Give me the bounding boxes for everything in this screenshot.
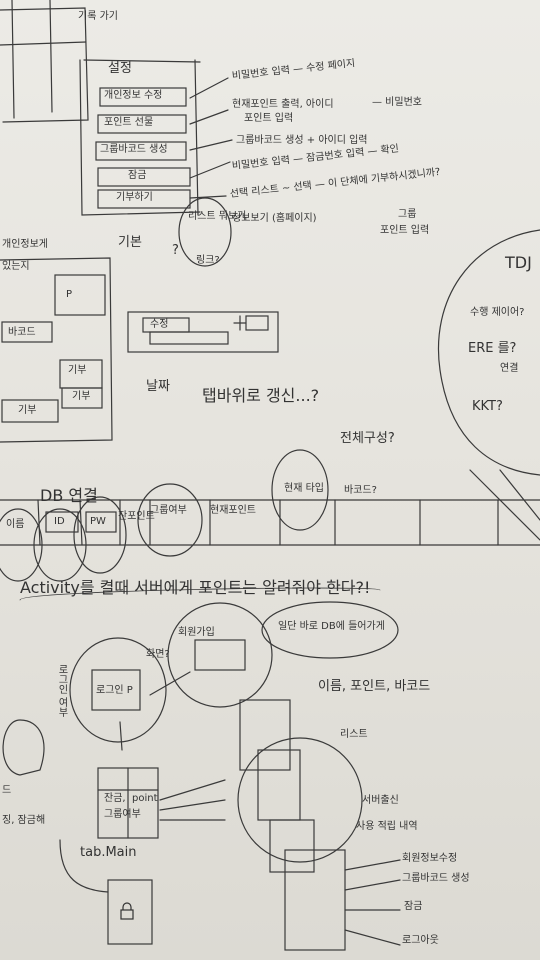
left-point-box: P: [66, 289, 73, 300]
flow-list-label: 리스트: [340, 729, 368, 740]
note-link: 링크?: [196, 255, 220, 266]
flow-signup-q: 화면?: [146, 649, 170, 660]
menu-box-4: [97, 167, 191, 187]
flow-detail: 사용 적립 내역: [356, 821, 418, 832]
flow-login-side: 로그인 여부: [56, 664, 67, 718]
circle-label-2: 수행 제이어?: [470, 307, 525, 318]
db-question: 전체구성?: [340, 431, 395, 446]
db-cell-name: 이름: [6, 519, 25, 530]
menu-box-5: [97, 189, 191, 209]
note-group-barcode: 그룹바코드 생성 + 아이디 입력: [236, 135, 368, 146]
flow-lock-hint: 징, 잠금해: [2, 815, 46, 826]
flow-bubble: 일단 바로 DB에 들어가게: [278, 621, 385, 632]
back-header: 기록 가기: [78, 11, 118, 22]
note-info-view: 정보보기 (홈페이지): [232, 213, 317, 224]
menu-box-1: [99, 87, 187, 107]
tab-select-box: 수정: [150, 319, 169, 330]
menu-item-group-barcode[interactable]: 그룹바코드 생성: [100, 144, 168, 155]
note-list-view: 리스트 뭐보기: [188, 211, 247, 222]
left-label-barcode: 바코드: [8, 327, 36, 338]
db-cell-balance: 잔포인트: [118, 511, 155, 522]
flow-signup: 회원가입: [178, 627, 215, 638]
db-cell-pw: PW: [90, 516, 106, 527]
flow-menu-3: 잠금: [404, 901, 423, 912]
menu-box-2: [97, 114, 187, 134]
lock-icon: [118, 902, 136, 920]
flow-main-label: tab.Main: [80, 845, 137, 860]
db-cell-points: 현재포인트: [210, 505, 256, 516]
db-cell-group: 그룹여부: [150, 505, 187, 516]
circle-label-tdj: TDJ: [505, 253, 532, 272]
circle-label-connect: 연결: [500, 363, 519, 374]
tab-date-label: 날짜: [146, 379, 170, 394]
flow-main-cell-1: 잔금,: [104, 793, 126, 804]
left-sub-box: 기부: [68, 365, 87, 376]
flow-main-cell-3: 그룹여부: [104, 809, 141, 820]
circle-label-kkt: KKT?: [472, 399, 503, 414]
settings-title: 설정: [108, 61, 132, 76]
note-group: 그룹: [398, 209, 417, 220]
db-cell-id: ID: [54, 516, 65, 527]
db-cell-barcode: 바코드?: [344, 485, 377, 496]
flow-main-cell-2: point: [132, 793, 158, 804]
flow-menu-1: 회원정보수정: [402, 853, 458, 864]
flow-server-out: 서버출신: [362, 795, 399, 806]
left-label-2: 있는지: [2, 261, 30, 272]
side-note-basic: 기본: [118, 235, 142, 250]
menu-item-lock[interactable]: 잠금: [128, 170, 147, 181]
note-current-points: 현재포인트 출력, 아이디: [232, 99, 334, 110]
flow-menu-2: 그룹바코드 생성: [402, 873, 470, 884]
note-point-input: 포인트 입력: [244, 113, 294, 124]
flow-login-box: 로그인 P: [96, 685, 133, 696]
db-cell-type: 현재 타입: [284, 483, 324, 494]
flow-menu-4: 로그아웃: [402, 935, 439, 946]
tab-caption: 탭바위로 갱신...?: [202, 386, 320, 405]
note-password: — 비밀번호: [372, 97, 422, 108]
db-title: DB 연결: [40, 486, 98, 505]
left-bottom-box: 기부: [72, 391, 91, 402]
question-mark: ?: [172, 243, 179, 258]
menu-item-donate[interactable]: 기부하기: [116, 192, 153, 203]
menu-box-3: [95, 141, 187, 161]
activity-note: Activity를 켤때 서버에게 포인트는 알려줘야 한다?!: [20, 578, 371, 597]
circle-label-ere: ERE 를?: [468, 341, 517, 356]
flow-features: 이름, 포인트, 바코드: [318, 679, 431, 694]
left-label-donate: 기부: [18, 405, 37, 416]
flow-side-mark: 드: [2, 785, 12, 796]
note-point-input-2: 포인트 입력: [380, 225, 430, 236]
menu-item-gift-points[interactable]: 포인트 선물: [104, 117, 154, 128]
menu-item-edit-profile[interactable]: 개인정보 수정: [104, 90, 163, 101]
left-label-1: 개인정보게: [2, 239, 48, 250]
